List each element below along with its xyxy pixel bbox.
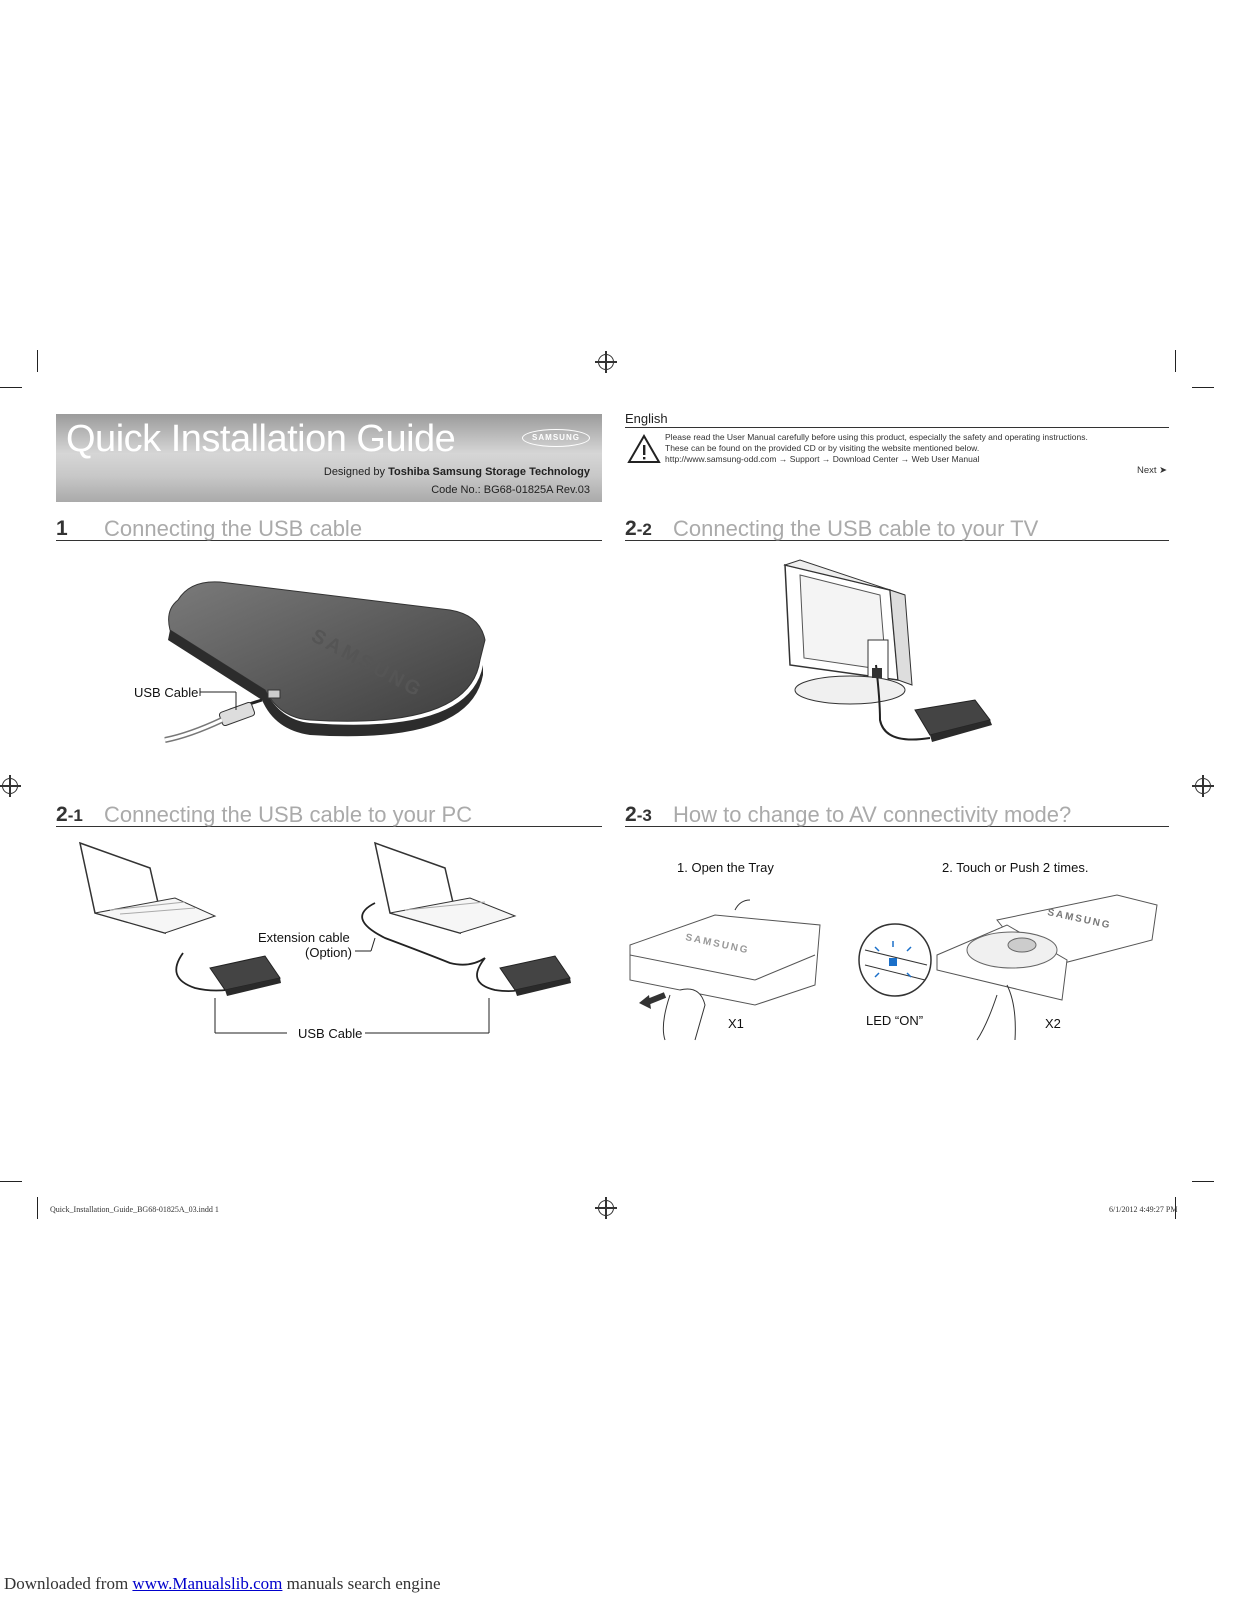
- manualslib-link[interactable]: www.Manualslib.com: [132, 1574, 283, 1593]
- section-title: How to change to AV connectivity mode?: [673, 802, 1072, 827]
- usb-cable-pc-label: USB Cable: [298, 1026, 363, 1041]
- notice-line-2: These can be found on the provided CD or…: [665, 443, 980, 453]
- notice-line-1: Please read the User Manual carefully be…: [665, 432, 1088, 442]
- section-number: 1: [56, 517, 68, 540]
- section-number-main: 2: [625, 517, 637, 540]
- usb-cable-label: USB Cable: [134, 685, 199, 700]
- extension-cable-option: (Option): [305, 945, 352, 960]
- warning-icon: [627, 433, 661, 463]
- guide-title: Quick Installation Guide: [66, 418, 456, 460]
- registration-mark-icon: [0, 775, 21, 797]
- open-tray-illustration: SAMSUNG: [629, 899, 821, 1041]
- section-1-header: 1 Connecting the USB cable: [56, 512, 602, 541]
- tv-usb-illustration: [783, 559, 992, 742]
- push-button-illustration: SAMSUNG: [858, 894, 1158, 1041]
- section-2-1-header: 2-1 Connecting the USB cable to your PC: [56, 798, 602, 827]
- registration-mark-icon: [595, 351, 617, 373]
- title-banner: Quick Installation Guide SAMSUNG Designe…: [56, 414, 602, 502]
- crop-mark: [1192, 387, 1214, 388]
- pc-usb-illustration: [78, 841, 571, 1034]
- section-title: Connecting the USB cable to your PC: [104, 802, 473, 827]
- samsung-logo: SAMSUNG: [522, 429, 590, 447]
- led-on-label: LED “ON”: [866, 1013, 924, 1028]
- code-number: Code No.: BG68-01825A Rev.03: [431, 484, 590, 496]
- drive-usb-illustration: SAMSUNG: [164, 581, 486, 743]
- crop-mark: [1175, 350, 1176, 372]
- section-2-3-header: 2-3 How to change to AV connectivity mod…: [625, 798, 1169, 827]
- notice-line-3: http://www.samsung-odd.com → Support → D…: [665, 454, 980, 464]
- designed-by-company: Toshiba Samsung Storage Technology: [388, 466, 590, 478]
- section-2-2-header: 2-2 Connecting the USB cable to your TV: [625, 512, 1169, 541]
- section-title: Connecting the USB cable to your TV: [673, 516, 1039, 541]
- section-number: 2-2: [625, 517, 652, 541]
- download-footer: Downloaded from www.Manualslib.com manua…: [4, 1574, 441, 1594]
- section-number-main: 2: [56, 803, 68, 826]
- registration-mark-icon: [595, 1197, 617, 1219]
- section-number: 2-3: [625, 803, 652, 827]
- section-number: 2-1: [56, 803, 83, 827]
- x1-label: X1: [728, 1016, 744, 1031]
- crop-mark: [1175, 1197, 1176, 1219]
- downloaded-from-text: Downloaded from: [4, 1574, 133, 1593]
- language-rule: [625, 427, 1169, 428]
- section-number-sub: -1: [67, 806, 83, 825]
- extension-cable-label: Extension cable: [258, 930, 350, 945]
- section-number-sub: -2: [636, 520, 652, 539]
- section-number-main: 2: [625, 803, 637, 826]
- section-number-sub: -3: [636, 806, 652, 825]
- date-slug: 6/1/2012 4:49:27 PM: [1109, 1205, 1178, 1214]
- search-engine-text: manuals search engine: [282, 1574, 441, 1593]
- designed-by-prefix: Designed by: [323, 466, 389, 478]
- step-1-label: 1. Open the Tray: [677, 860, 774, 875]
- crop-mark: [1192, 1181, 1214, 1182]
- next-link[interactable]: Next ➤: [1137, 465, 1168, 476]
- crop-mark: [0, 1181, 22, 1182]
- crop-mark: [0, 387, 22, 388]
- designed-by: Designed by Toshiba Samsung Storage Tech…: [324, 466, 590, 478]
- crop-mark: [37, 350, 38, 372]
- section-title: Connecting the USB cable: [104, 516, 363, 541]
- step-2-label: 2. Touch or Push 2 times.: [942, 860, 1089, 875]
- x2-label: X2: [1045, 1016, 1061, 1031]
- file-slug: Quick_Installation_Guide_BG68-01825A_03.…: [50, 1205, 219, 1214]
- language-label: English: [625, 411, 668, 426]
- registration-mark-icon: [1192, 775, 1214, 797]
- crop-mark: [37, 1197, 38, 1219]
